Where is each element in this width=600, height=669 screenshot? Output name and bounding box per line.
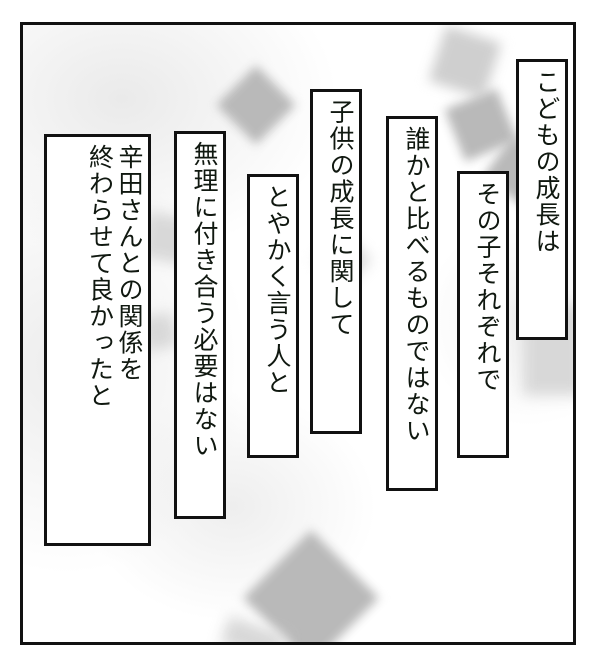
speech-text-line: 誰かと比べるものではない bbox=[402, 126, 431, 444]
speech-box-kodomo-no-seichou-ni-kanshite[interactable]: 子供の成長に関して bbox=[310, 89, 362, 434]
speech-text-line: 辛田さんとの関係を bbox=[115, 144, 144, 383]
speech-box-toyakaku-iu-hito-to[interactable]: とやかく言う人と bbox=[247, 174, 299, 458]
speech-box-karada-san-tono-kankei[interactable]: 辛田さんとの関係を 終わらせて良かったと bbox=[44, 134, 151, 546]
speech-text-line: 無理に付き合う必要はない bbox=[190, 141, 219, 459]
speech-box-sono-ko-sorezore-de[interactable]: その子それぞれで bbox=[457, 171, 509, 458]
speech-text-line: こどもの成長は bbox=[532, 69, 561, 255]
comic-panel: こどもの成長は その子それぞれで 誰かと比べるものではない 子供の成長に関して … bbox=[20, 22, 576, 645]
speech-text-line: その子それぞれで bbox=[473, 181, 502, 393]
confetti-square-2 bbox=[444, 88, 518, 162]
speech-box-kodomo-no-seichou-wa[interactable]: こどもの成長は bbox=[516, 59, 568, 340]
confetti-diamond-3 bbox=[243, 530, 379, 642]
speech-text-line: とやかく言う人と bbox=[263, 184, 292, 396]
confetti-diamond-1 bbox=[216, 65, 296, 145]
speech-box-muri-ni-tsukiau[interactable]: 無理に付き合う必要はない bbox=[174, 131, 226, 519]
confetti-square-1 bbox=[428, 25, 502, 99]
speech-text-line: 終わらせて良かったと bbox=[85, 144, 115, 409]
speech-box-dareka-to-kuraberu[interactable]: 誰かと比べるものではない bbox=[386, 116, 438, 491]
confetti-square-7 bbox=[219, 615, 287, 642]
speech-text-line: 子供の成長に関して bbox=[326, 99, 355, 338]
